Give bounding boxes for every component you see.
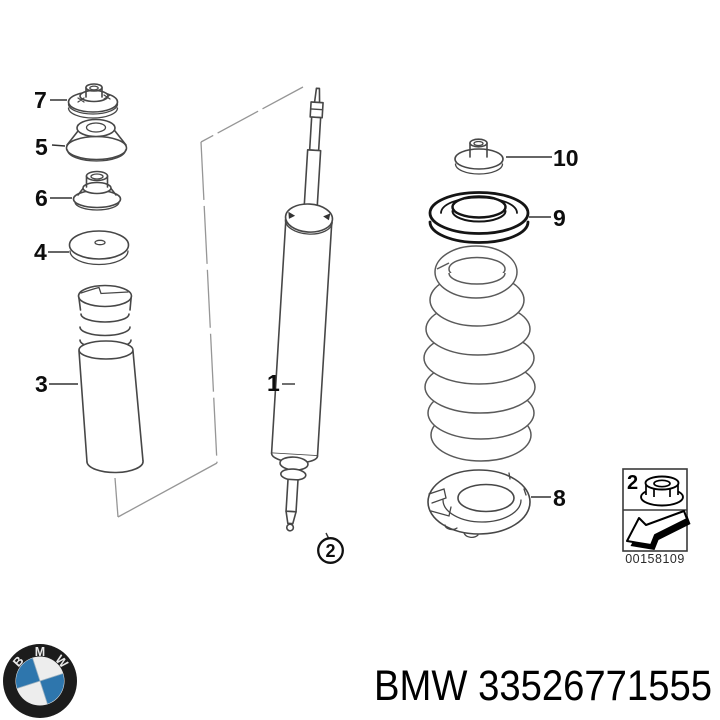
bmw-logo-letter-m: M [35, 645, 45, 659]
callout-8: 8 [553, 485, 566, 511]
callout-7: 7 [34, 87, 47, 113]
detail-box: 2 [622, 468, 691, 552]
part-10-cap [454, 138, 504, 175]
bmw-logo: B M W [3, 644, 77, 718]
image-code: 00158109 [625, 552, 685, 566]
callout-1: 1 [267, 370, 280, 396]
mounting-plane [114, 86, 304, 518]
coil-spring [423, 245, 536, 462]
part-number-text: BMW 33526771555 [374, 662, 712, 710]
part-6-lower-mount [72, 170, 122, 211]
part-3-dust-boot [77, 284, 144, 474]
part-8-lower-spring-pad [427, 469, 531, 538]
leader-line-5 [51, 144, 66, 147]
flange-lock-nut-icon [640, 475, 684, 507]
bmw-logo-quadrants [16, 657, 64, 705]
callout-2-number: 2 [325, 541, 335, 561]
detail-box-number: 2 [627, 472, 638, 494]
callout-9: 9 [553, 205, 566, 231]
callout-6: 6 [35, 185, 48, 211]
part-9-upper-spring-pad [428, 191, 530, 244]
part-5-upper-mount [65, 118, 128, 162]
part-4-damper-disc [68, 230, 130, 266]
callout-5: 5 [35, 134, 48, 160]
part-7-support-bearing [67, 83, 119, 119]
callout-4: 4 [34, 239, 47, 265]
leader-lines [48, 99, 552, 540]
callout-2-circled: 2 [317, 537, 344, 564]
callout-3: 3 [35, 371, 48, 397]
callout-10: 10 [553, 145, 579, 171]
direction-arrow-icon [626, 510, 691, 550]
part-1-shock-absorber [270, 87, 334, 532]
